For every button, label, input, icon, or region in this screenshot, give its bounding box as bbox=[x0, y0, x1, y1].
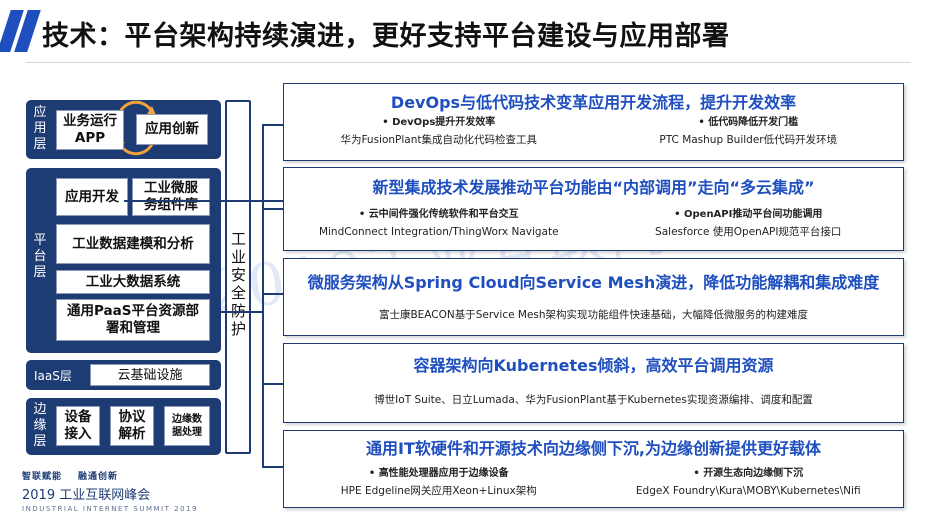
card-edge: 通用IT软硬件和开源技术向边缘侧下沉,为边缘创新提供更好载体 高性能处理器应用于… bbox=[283, 430, 904, 508]
footer-event-name-en: INDUSTRIAL INTERNET SUMMIT 2019 bbox=[22, 505, 198, 513]
connector-line bbox=[262, 383, 283, 385]
card-bullet: 低代码降低开发门槛 bbox=[594, 116, 904, 130]
protocol-parsing-box: 协议解析 bbox=[110, 406, 154, 446]
application-layer-label: 应用层 bbox=[33, 105, 47, 152]
connector-spine bbox=[262, 124, 264, 467]
connector-line bbox=[262, 293, 283, 295]
page-title: 技术：平台架构持续演进，更好支持平台建设与应用部署 bbox=[42, 21, 730, 52]
card-desc: HPE Edgeline网关应用Xeon+Linux架构 bbox=[340, 485, 537, 497]
card-title: 容器架构向Kubernetes倾斜，高效平台调用资源 bbox=[413, 356, 774, 375]
device-access-box: 设备接入 bbox=[56, 406, 100, 446]
connector-line bbox=[262, 466, 283, 468]
application-layer-panel: 应用层 业务运行APP 应用创新 bbox=[26, 100, 221, 159]
card-full-column: 博世IoT Suite、日立Lumada、华为FusionPlant基于Kube… bbox=[284, 390, 903, 407]
card-microservice: 微服务架构从Spring Cloud向Service Mesh演进，降低功能解耦… bbox=[283, 258, 904, 336]
connector-line bbox=[262, 208, 283, 210]
connector-line bbox=[124, 200, 284, 202]
business-app-box: 业务运行APP bbox=[56, 110, 124, 150]
platform-layer-label: 平台层 bbox=[33, 233, 47, 280]
iaas-layer-panel: IaaS层 云基础设施 bbox=[26, 360, 221, 390]
card-full-column: 富士康BEACON基于Service Mesh架构实现功能组件快速基础，大幅降低… bbox=[284, 305, 903, 322]
cloud-infra-box: 云基础设施 bbox=[90, 364, 210, 386]
card-desc: PTC Mashup Builder低代码开发环境 bbox=[659, 134, 838, 146]
card-right-column: 开源生态向边缘侧下沉 EdgeX Foundry\Kura\MOBY\Kuber… bbox=[594, 467, 904, 498]
card-desc: MindConnect Integration/ThingWorx Naviga… bbox=[318, 226, 559, 238]
card-container: 容器架构向Kubernetes倾斜，高效平台调用资源 博世IoT Suite、日… bbox=[283, 343, 904, 423]
card-left-column: DevOps提升开发效率 华为FusionPlant集成自动化代码检查工具 bbox=[284, 116, 594, 147]
card-bullet: 高性能处理器应用于边缘设备 bbox=[284, 467, 594, 481]
card-bullet: 开源生态向边缘侧下沉 bbox=[594, 467, 904, 481]
card-desc: 华为FusionPlant集成自动化代码检查工具 bbox=[340, 134, 538, 146]
edge-layer-panel: 边缘层 设备接入 协议解析 边缘数据处理 bbox=[26, 398, 221, 455]
card-bullet: OpenAPI推动平台间功能调用 bbox=[594, 208, 904, 222]
app-dev-box: 应用开发 bbox=[56, 178, 128, 216]
footer-logo: 智联赋能 融通创新 2019 工业互联网峰会 INDUSTRIAL INTERNE… bbox=[22, 469, 198, 513]
iaas-layer-label: IaaS层 bbox=[34, 369, 72, 383]
edge-data-processing-box: 边缘数据处理 bbox=[164, 406, 210, 446]
card-title: 微服务架构从Spring Cloud向Service Mesh演进，降低功能解耦… bbox=[307, 273, 880, 292]
title-divider bbox=[26, 62, 911, 63]
card-desc: EdgeX Foundry\Kura\MOBY\Kubernetes\Nifi bbox=[635, 485, 861, 497]
card-title: 通用IT软硬件和开源技术向边缘侧下沉,为边缘创新提供更好载体 bbox=[366, 439, 821, 458]
connector-line bbox=[262, 124, 283, 126]
footer-tag: 智联赋能 bbox=[22, 472, 63, 482]
data-modeling-box: 工业数据建模和分析 bbox=[56, 224, 210, 264]
card-title: 新型集成技术发展推动平台功能由“内部调用”走向“多云集成” bbox=[372, 178, 815, 197]
footer-tag: 融通创新 bbox=[78, 472, 119, 482]
platform-layer-panel: 平台层 应用开发 工业微服务组件库 工业数据建模和分析 工业大数据系统 通用Pa… bbox=[26, 168, 221, 353]
security-bar-label: 工业安全防护 bbox=[231, 230, 247, 338]
card-right-column: 低代码降低开发门槛 PTC Mashup Builder低代码开发环境 bbox=[594, 116, 904, 147]
footer-event-name: 2019 工业互联网峰会 bbox=[22, 488, 151, 503]
app-innovation-box: 应用创新 bbox=[136, 114, 208, 145]
card-desc: Salesforce 使用OpenAPI规范平台接口 bbox=[655, 226, 842, 238]
security-bar: 工业安全防护 bbox=[225, 100, 251, 454]
connector-line bbox=[210, 311, 262, 313]
card-desc: 富士康BEACON基于Service Mesh架构实现功能组件快速基础，大幅降低… bbox=[378, 309, 809, 321]
microservice-library-box: 工业微服务组件库 bbox=[132, 178, 210, 216]
card-left-column: 高性能处理器应用于边缘设备 HPE Edgeline网关应用Xeon+Linux… bbox=[284, 467, 594, 498]
card-integration: 新型集成技术发展推动平台功能由“内部调用”走向“多云集成” 云中间件强化传统软件… bbox=[283, 167, 904, 251]
card-left-column: 云中间件强化传统软件和平台交互 MindConnect Integration/… bbox=[284, 208, 594, 239]
edge-layer-label: 边缘层 bbox=[33, 402, 47, 449]
card-bullet: 云中间件强化传统软件和平台交互 bbox=[284, 208, 594, 222]
card-title: DevOps与低代码技术变革应用开发流程，提升开发效率 bbox=[390, 93, 797, 112]
card-devops: DevOps与低代码技术变革应用开发流程，提升开发效率 DevOps提升开发效率… bbox=[283, 83, 904, 161]
card-right-column: OpenAPI推动平台间功能调用 Salesforce 使用OpenAPI规范平… bbox=[594, 208, 904, 239]
paas-deployment-box: 通用PaaS平台资源部署和管理 bbox=[56, 299, 210, 341]
big-data-box: 工业大数据系统 bbox=[56, 270, 210, 294]
card-desc: 博世IoT Suite、日立Lumada、华为FusionPlant基于Kube… bbox=[374, 394, 813, 406]
footer-tagline: 智联赋能 融通创新 bbox=[22, 469, 198, 482]
card-bullet: DevOps提升开发效率 bbox=[284, 116, 594, 130]
